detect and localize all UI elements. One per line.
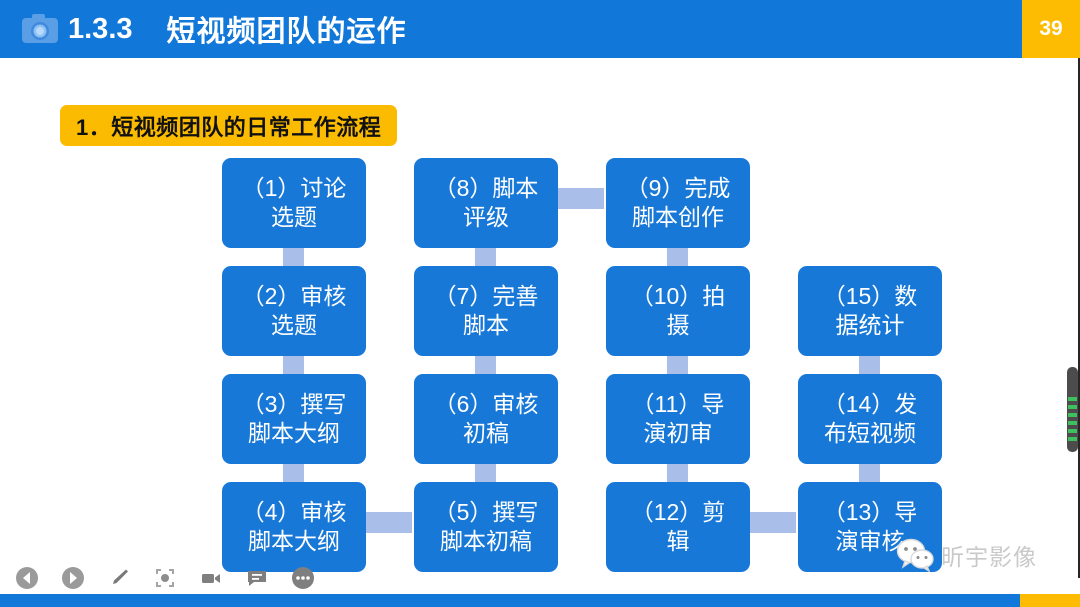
flow-node-12-line1: （12）剪 [630,499,726,526]
connector-n11-n12 [667,460,688,486]
flow-node-4-line1: （4）审核 [241,499,347,526]
section-banner: 1．短视频团队的日常工作流程 [60,105,398,146]
scrollbar-thumb[interactable] [1067,367,1078,452]
header-bar: 1.3.3 短视频团队的运作 39 [0,0,1080,58]
connector-n12-n13 [750,512,796,533]
page-number-text: 39 [1039,17,1063,40]
connector-n14-n13 [859,460,880,486]
flow-node-6-line2: 初稿 [462,420,509,446]
connector-n7-n6 [475,352,496,378]
flow-node-5-line1: （5）撰写 [433,499,539,526]
connector-n2-n3 [283,352,304,378]
page-number-badge: 39 [1022,0,1080,58]
wechat-logo-icon [896,538,934,572]
flow-node-15[interactable]: （15）数 据统计 [798,266,942,356]
flow-node-6-line1: （6）审核 [433,391,539,418]
flow-node-5[interactable]: （5）撰写 脚本初稿 [414,482,558,572]
flow-node-5-line2: 脚本初稿 [439,528,532,554]
flow-node-10-line2: 摄 [666,312,690,338]
flow-node-3[interactable]: （3）撰写 脚本大纲 [222,374,366,464]
bottom-progress-bar [0,594,1020,607]
video-camera-icon[interactable] [198,565,224,591]
header-divider [0,58,1080,61]
flow-node-7-line1: （7）完善 [433,283,539,310]
page-title: 短视频团队的运作 [166,16,407,48]
flow-node-10-line1: （10）拍 [630,283,726,310]
connector-n6-n5 [475,460,496,486]
flow-node-1-line1: （1）讨论 [241,175,347,202]
connector-n9-n10 [667,244,688,270]
flow-node-4[interactable]: （4）审核 脚本大纲 [222,482,366,572]
flow-node-10[interactable]: （10）拍 摄 [606,266,750,356]
bottom-progress-bar-accent [1020,594,1080,607]
flow-node-9[interactable]: （9）完成 脚本创作 [606,158,750,248]
flow-node-15-line1: （15）数 [822,283,918,310]
section-banner-text: 1．短视频团队的日常工作流程 [76,114,382,140]
flow-node-2[interactable]: （2）审核 选题 [222,266,366,356]
connector-n8-n9 [558,188,604,209]
flow-node-1[interactable]: （1）讨论 选题 [222,158,366,248]
flow-node-13-line2: 演审核 [835,528,905,554]
laser-pointer-icon[interactable] [152,565,178,591]
flow-node-11-line2: 演初审 [643,420,713,446]
flow-node-1-line2: 选题 [270,204,317,230]
flow-node-14-line2: 布短视频 [824,420,916,446]
flow-node-9-line2: 脚本创作 [631,204,724,230]
connector-n4-n5 [366,512,412,533]
connector-n3-n4 [283,460,304,486]
connector-n1-n2 [283,244,304,270]
flow-node-8-line2: 评级 [462,204,509,230]
flow-node-15-line2: 据统计 [835,312,905,338]
pen-icon[interactable] [106,565,132,591]
connector-n15-n14 [859,352,880,378]
flow-node-7-line2: 脚本 [462,312,509,338]
flow-node-2-line1: （2）审核 [241,283,347,310]
flow-node-7[interactable]: （7）完善 脚本 [414,266,558,356]
connector-n8-n7 [475,244,496,270]
watermark: 昕宇影像 [896,538,1037,572]
header-section-number: 1.3.3 [68,12,133,45]
flow-node-6[interactable]: （6）审核 初稿 [414,374,558,464]
camera-icon [18,11,62,47]
connector-n10-n11 [667,352,688,378]
flow-node-4-line2: 脚本大纲 [247,528,340,554]
flow-node-14-line1: （14）发 [822,391,918,418]
play-slide-icon[interactable] [60,565,86,591]
flow-node-12-line2: 辑 [666,528,690,554]
flow-node-3-line1: （3）撰写 [241,391,347,418]
flow-node-13-line1: （13）导 [822,499,918,526]
previous-slide-icon[interactable] [14,565,40,591]
flow-node-12[interactable]: （12）剪 辑 [606,482,750,572]
flow-node-2-line2: 选题 [270,312,317,338]
flow-node-9-line1: （9）完成 [625,175,731,202]
comment-icon[interactable] [244,565,270,591]
more-options-icon[interactable] [290,565,316,591]
flow-node-3-line2: 脚本大纲 [247,420,340,446]
flow-node-14[interactable]: （14）发 布短视频 [798,374,942,464]
player-toolbar [14,561,316,595]
flow-node-11[interactable]: （11）导 演初审 [606,374,750,464]
flow-node-11-line1: （11）导 [631,391,725,418]
flow-node-8[interactable]: （8）脚本 评级 [414,158,558,248]
watermark-text: 昕宇影像 [941,544,1037,570]
flow-node-8-line1: （8）脚本 [433,175,539,202]
scrollbar-track[interactable] [1078,58,1080,578]
